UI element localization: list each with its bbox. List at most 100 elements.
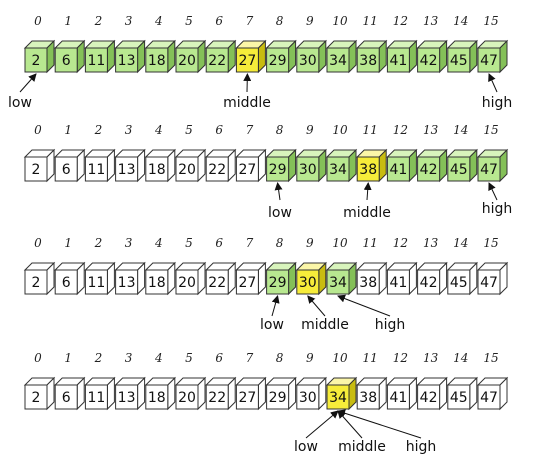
index-label: 10 [332, 14, 348, 28]
cell-front-face [235, 47, 259, 73]
cell-front-face [84, 156, 108, 182]
array-cell: 20 [174, 148, 207, 183]
index-label: 12 [393, 14, 408, 28]
cell-value: 41 [389, 53, 407, 69]
cell-value: 47 [480, 275, 498, 291]
cell-front-face [296, 269, 320, 295]
cell-value: 2 [32, 53, 41, 69]
index-label: 14 [453, 123, 468, 137]
array-cell: 11 [84, 148, 116, 183]
cell-front-face [54, 269, 78, 295]
cell-front-face [296, 384, 320, 410]
low-label: low [268, 205, 292, 221]
cell-front-face [356, 384, 380, 410]
cell-value: 20 [178, 390, 196, 406]
array-cell: 6 [53, 148, 86, 183]
cell-front-face [145, 269, 169, 295]
cell-front-face [145, 47, 169, 73]
cell-value: 30 [299, 275, 317, 291]
cell-value: 27 [238, 162, 256, 178]
index-label: 9 [306, 351, 314, 365]
cell-front-face [115, 156, 139, 182]
cell-front-face [417, 47, 441, 73]
cell-front-face [266, 47, 290, 73]
index-label: 8 [276, 351, 284, 365]
low-arrow [19, 73, 37, 93]
cell-value: 38 [359, 390, 377, 406]
cell-front-face [447, 47, 471, 73]
low-arrow [274, 182, 283, 201]
index-label: 1 [64, 123, 72, 137]
index-label: 0 [34, 123, 42, 137]
array-cell: 18 [144, 376, 177, 411]
cell-value: 22 [208, 53, 226, 69]
cell-front-face [145, 384, 169, 410]
cell-front-face [205, 269, 229, 295]
array-cell: 18 [144, 261, 177, 296]
index-label: 6 [215, 14, 223, 28]
cell-front-face [356, 47, 380, 73]
high-arrow [337, 294, 391, 317]
array-cell: 27 [235, 148, 267, 183]
index-label: 5 [185, 123, 193, 137]
index-label: 15 [483, 14, 498, 28]
cell-value: 2 [32, 162, 41, 178]
index-label: 2 [94, 236, 103, 250]
cell-value: 27 [238, 275, 256, 291]
cell-front-face [235, 384, 259, 410]
array-cell: 27 [235, 261, 267, 296]
cell-value: 41 [389, 390, 407, 406]
cell-front-face [235, 156, 259, 182]
cell-front-face [296, 156, 320, 182]
index-label: 13 [423, 14, 439, 28]
high-label: high [406, 439, 437, 455]
cell-front-face [326, 47, 350, 73]
cell-value: 18 [148, 53, 166, 69]
cell-front-face [296, 47, 320, 73]
index-label: 2 [94, 123, 103, 137]
cell-value: 38 [359, 53, 377, 69]
index-label: 6 [215, 123, 223, 137]
array-cell: 45 [446, 148, 479, 183]
cell-front-face [54, 384, 78, 410]
array-cell: 34 [325, 261, 358, 296]
cell-front-face [386, 156, 410, 182]
cell-value: 34 [329, 275, 347, 291]
cell-value: 45 [450, 275, 468, 291]
cell-value: 2 [32, 390, 41, 406]
array-cell: 6 [53, 39, 86, 74]
array-cell: 2 [23, 376, 56, 411]
array-cell: 6 [53, 376, 86, 411]
cell-front-face [205, 384, 229, 410]
index-label: 4 [154, 236, 163, 250]
array-cell: 20 [174, 39, 207, 74]
index-label: 3 [125, 351, 133, 365]
cell-front-face [115, 47, 139, 73]
array-cell: 42 [416, 261, 448, 296]
array-cell: 22 [204, 148, 237, 183]
cell-value: 22 [208, 390, 226, 406]
cell-front-face [386, 269, 410, 295]
index-label: 1 [64, 351, 72, 365]
cell-front-face [205, 47, 229, 73]
cell-value: 29 [269, 390, 287, 406]
array-cell: 41 [386, 148, 418, 183]
index-label: 10 [332, 236, 348, 250]
cell-front-face [24, 47, 48, 73]
cell-value: 11 [87, 162, 105, 178]
cell-front-face [417, 384, 441, 410]
cell-value: 13 [118, 53, 136, 69]
cell-front-face [235, 269, 259, 295]
cell-value: 6 [62, 53, 71, 69]
array-cell: 22 [204, 39, 237, 74]
index-label: 7 [246, 14, 254, 28]
cell-value: 18 [148, 275, 166, 291]
array-cell: 11 [84, 261, 116, 296]
index-label: 9 [306, 123, 314, 137]
index-label: 0 [34, 351, 42, 365]
index-label: 8 [276, 14, 284, 28]
index-label: 10 [332, 123, 348, 137]
low-arrow [271, 295, 280, 317]
index-label: 8 [276, 123, 284, 137]
